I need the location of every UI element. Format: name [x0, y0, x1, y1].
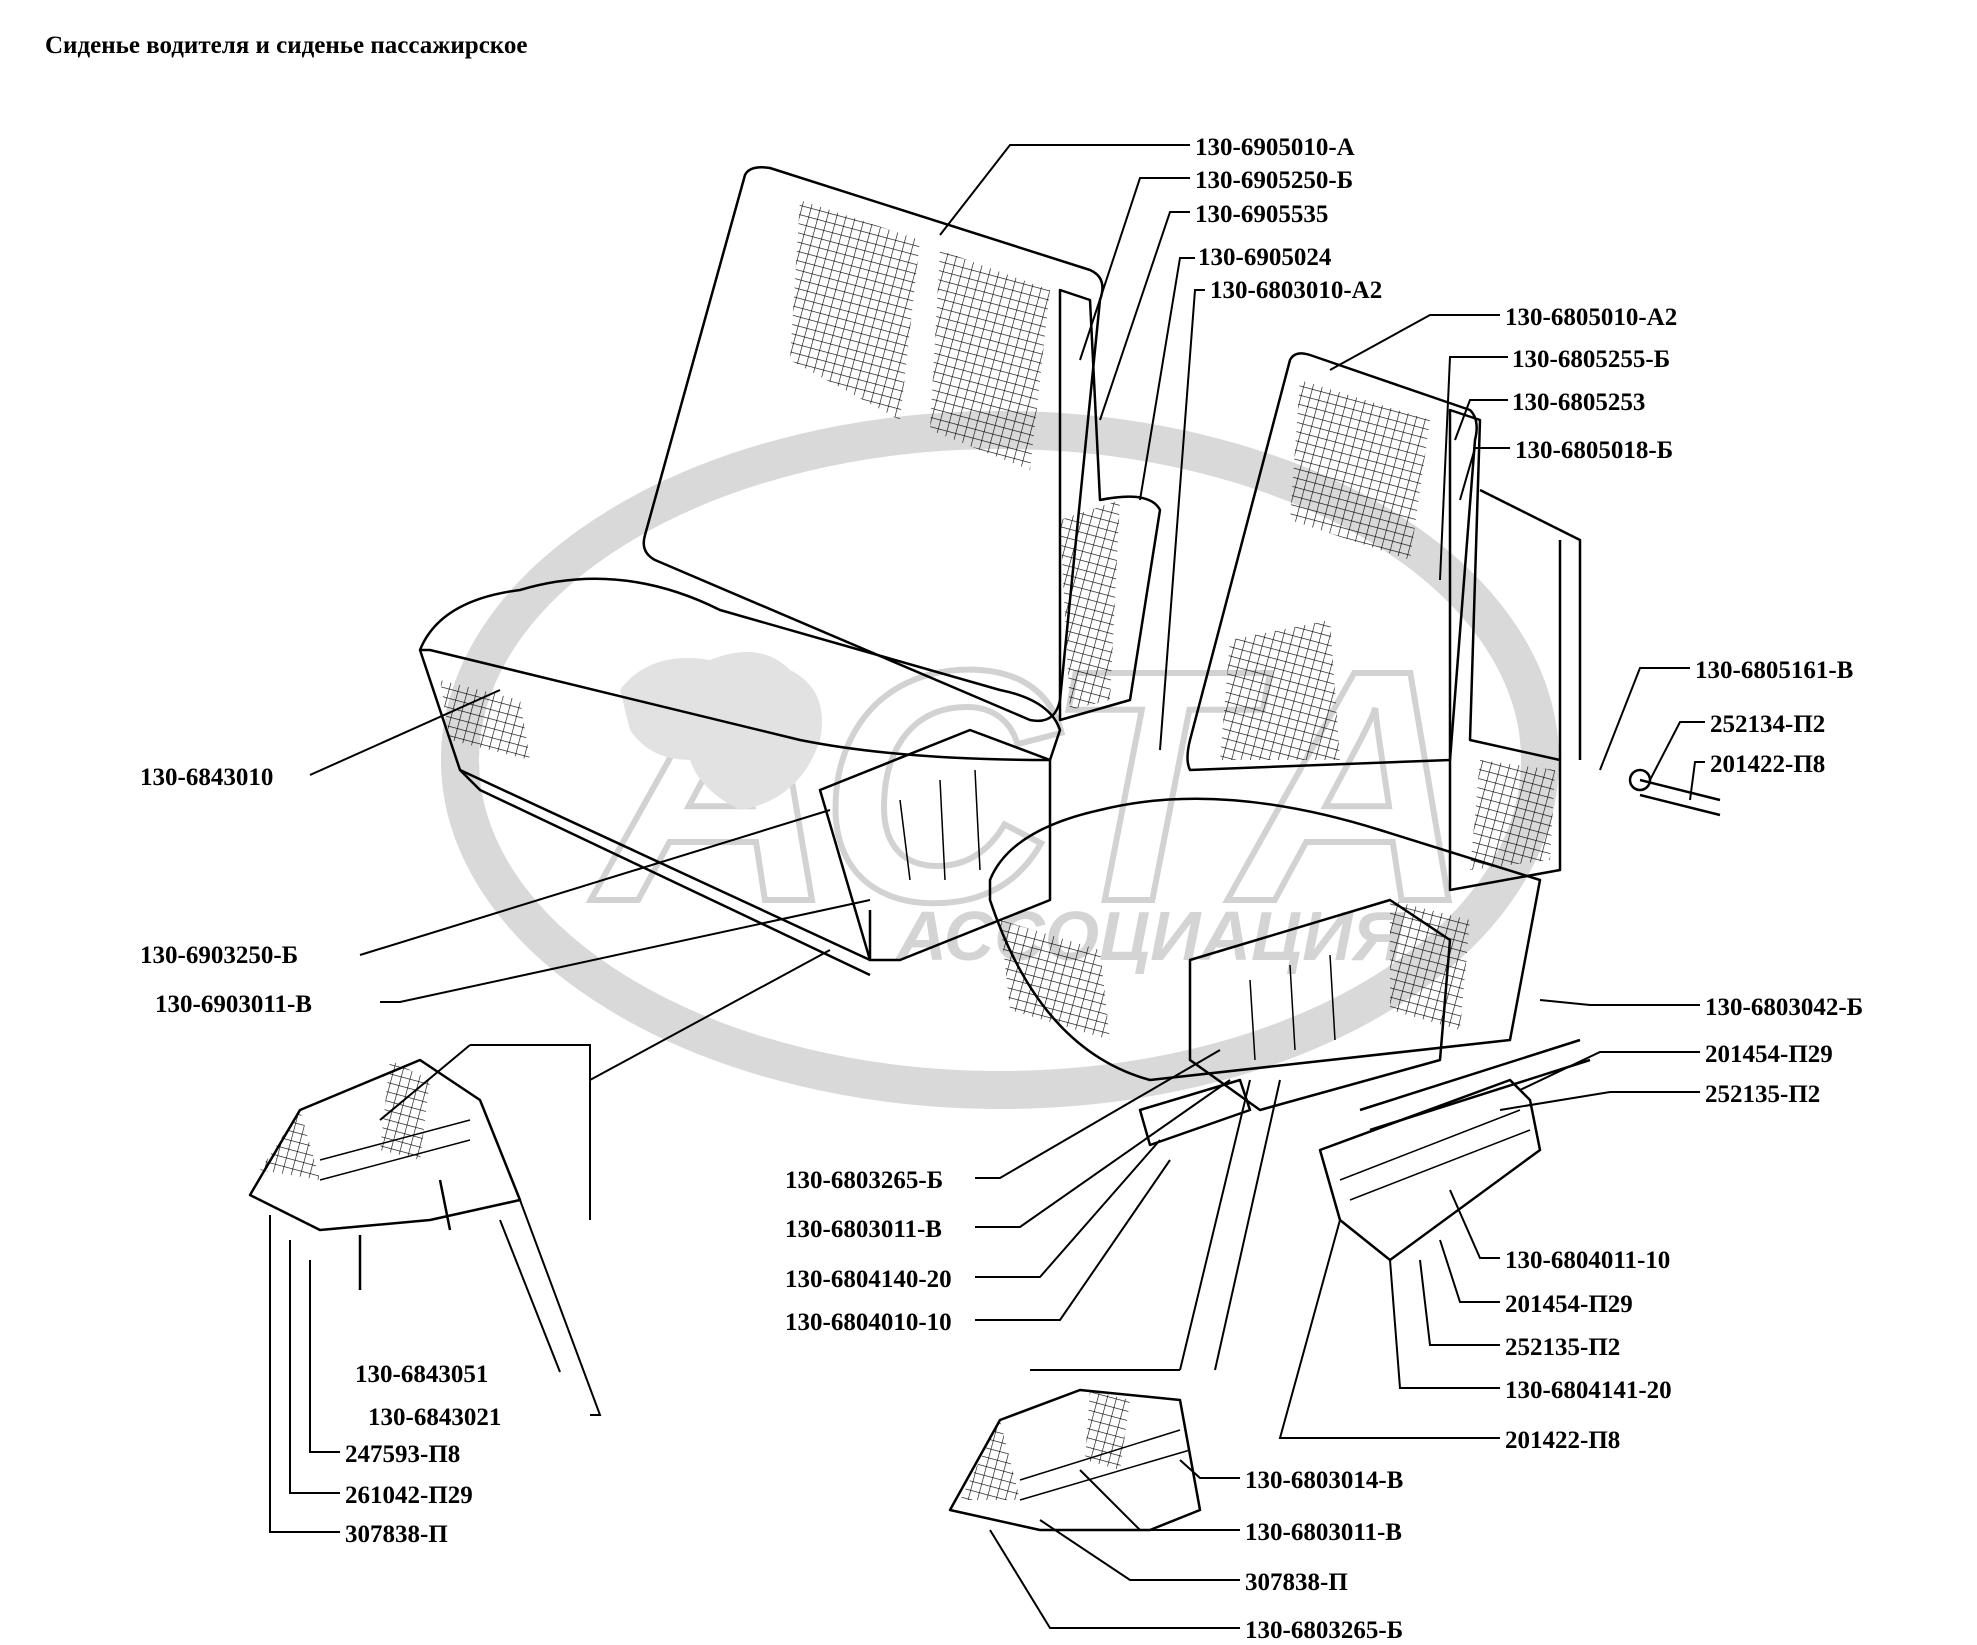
- label-201454-p29-b: 201454-П29: [1505, 1291, 1633, 1318]
- label-130-6803265-b-b: 130-6803265-Б: [1245, 1617, 1403, 1644]
- label-130-6843051: 130-6843051: [355, 1361, 488, 1388]
- watermark-animal-silhouette: [620, 652, 822, 810]
- right-seat-frame: [1188, 898, 1452, 1112]
- label-130-6803010-a2: 130-6803010-А2: [1210, 277, 1382, 304]
- right-backrest-post: [1479, 488, 1582, 760]
- label-130-6804011-10: 130-6804011-10: [1505, 1247, 1670, 1274]
- label-130-6905010-a: 130-6905010-А: [1195, 134, 1355, 161]
- label-201422-p8: 201422-П8: [1710, 751, 1825, 778]
- label-130-6843021: 130-6843021: [368, 1404, 501, 1431]
- label-130-6804010-10: 130-6804010-10: [785, 1309, 952, 1336]
- right-backrest: [1186, 352, 1478, 772]
- right-seat: [988, 352, 1721, 1262]
- callout-labels: 130-6905010-А 130-6905250-Б 130-6905535 …: [140, 134, 1863, 1644]
- label-130-6903011-v: 130-6903011-В: [155, 991, 312, 1018]
- detail-view-right: [948, 1369, 1202, 1532]
- label-130-6905535: 130-6905535: [1195, 201, 1328, 228]
- label-201422-p8-b: 201422-П8: [1505, 1427, 1620, 1454]
- label-130-6803265-b: 130-6803265-Б: [785, 1167, 943, 1194]
- label-130-6843010: 130-6843010: [140, 764, 273, 791]
- label-252135-p2-b: 252135-П2: [1505, 1334, 1620, 1361]
- label-130-6804141-20: 130-6804141-20: [1505, 1377, 1672, 1404]
- label-130-6803014-v: 130-6803014-В: [1245, 1467, 1403, 1494]
- label-252134-p2: 252134-П2: [1710, 711, 1825, 738]
- label-130-6805010-a2: 130-6805010-А2: [1505, 304, 1677, 331]
- label-261042-p29: 261042-П29: [345, 1482, 473, 1509]
- label-130-6903250-b: 130-6903250-Б: [140, 942, 298, 969]
- label-201454-p29: 201454-П29: [1705, 1041, 1833, 1068]
- label-130-6805018-b: 130-6805018-Б: [1515, 437, 1673, 464]
- label-130-6803011-v: 130-6803011-В: [785, 1216, 942, 1243]
- label-130-6905250-b: 130-6905250-Б: [1195, 167, 1353, 194]
- label-130-6803042-b: 130-6803042-Б: [1705, 994, 1863, 1021]
- left-seat: [418, 166, 1162, 977]
- label-130-6804140-20: 130-6804140-20: [785, 1266, 952, 1293]
- label-307838-p: 307838-П: [345, 1521, 448, 1548]
- label-130-6805255-b: 130-6805255-Б: [1512, 346, 1670, 373]
- watermark-sub-text: АССОЦИАЦИЯ: [895, 897, 1406, 975]
- label-130-6803011-v-b: 130-6803011-В: [1245, 1519, 1402, 1546]
- label-252135-p2: 252135-П2: [1705, 1081, 1820, 1108]
- label-130-6905024: 130-6905024: [1198, 244, 1332, 271]
- label-130-6805253: 130-6805253: [1512, 389, 1645, 416]
- detail-view-left: [248, 949, 831, 1290]
- label-247593-p8: 247593-П8: [345, 1441, 460, 1468]
- left-seat-frame: [818, 728, 1052, 962]
- bolt-right: [1639, 778, 1721, 817]
- label-130-6805161-v: 130-6805161-В: [1695, 657, 1853, 684]
- left-cushion-front: [418, 649, 872, 962]
- seat-slide-rail: [1318, 1078, 1542, 1262]
- label-307838-p-b: 307838-П: [1245, 1569, 1348, 1596]
- left-backrest-side: [1058, 288, 1162, 722]
- page-title: Сиденье водителя и сиденье пассажирское: [45, 32, 528, 59]
- leader-lines: [269, 144, 1705, 1629]
- seat-slide-rail-front: [1138, 1078, 1252, 1147]
